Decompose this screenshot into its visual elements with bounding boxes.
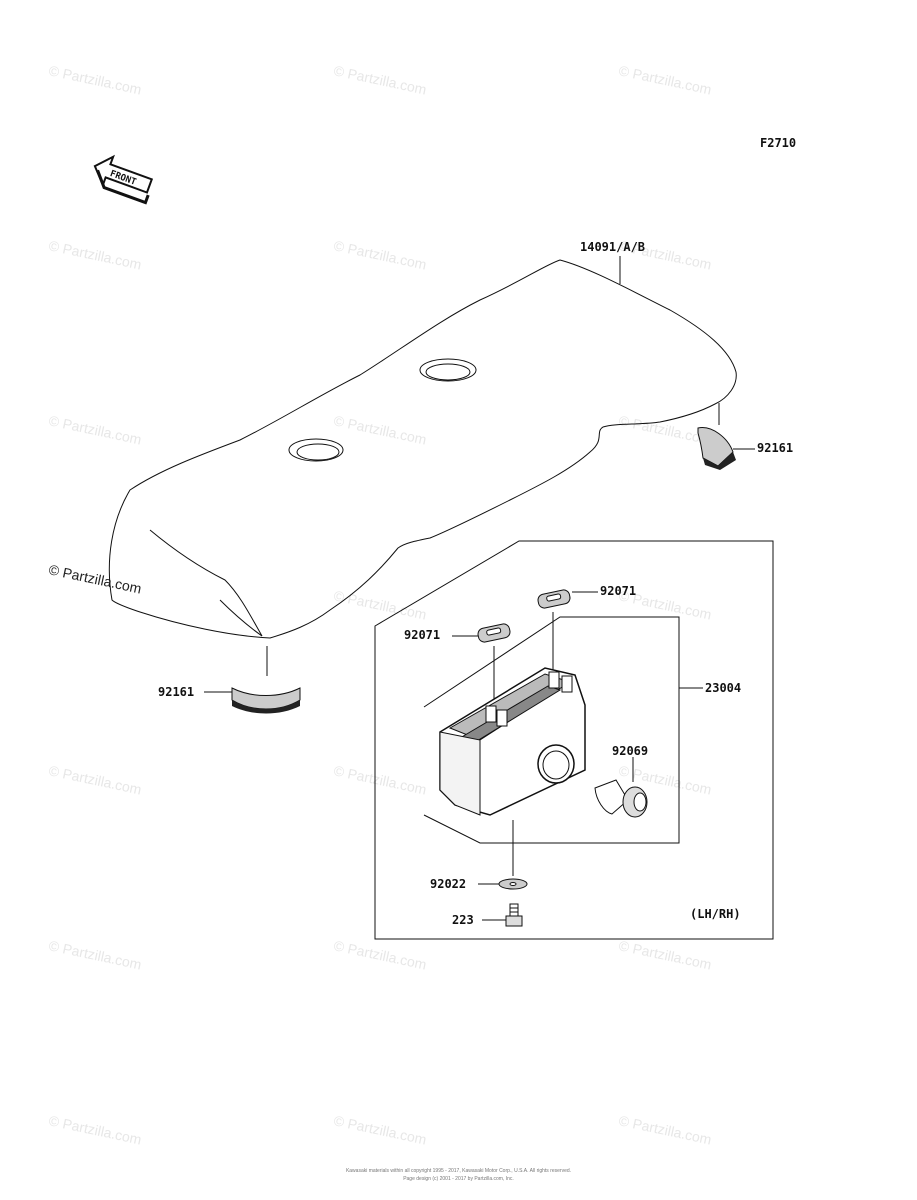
front-arrow-icon: FRONT bbox=[93, 154, 154, 205]
screw-drawing bbox=[505, 903, 523, 927]
part-label-washer: 92022 bbox=[430, 877, 466, 891]
variant-note: (LH/RH) bbox=[690, 907, 741, 921]
watermark-text: © Partzilla.com bbox=[47, 62, 143, 97]
stopper-left-drawing bbox=[231, 687, 301, 714]
watermark-layer: © Partzilla.com © Partzilla.com © Partzi… bbox=[47, 62, 713, 1147]
figure-code: F2710 bbox=[760, 136, 796, 150]
watermark-text: © Partzilla.com bbox=[47, 412, 143, 447]
watermark-text: © Partzilla.com bbox=[617, 62, 713, 97]
copyright-line-1: Kawasaki materials within all copyright … bbox=[345, 1168, 572, 1174]
watermark-text: © Partzilla.com bbox=[617, 937, 713, 972]
stopper-right-drawing bbox=[697, 427, 736, 470]
part-label-grommet-lower: 92071 bbox=[404, 628, 440, 642]
part-label-bulb: 92069 bbox=[612, 744, 648, 758]
watermark-text: © Partzilla.com bbox=[332, 412, 428, 447]
part-label-grommet-upper: 92071 bbox=[600, 584, 636, 598]
watermark-text: © Partzilla.com bbox=[332, 587, 428, 622]
grommet-upper-drawing bbox=[537, 589, 571, 609]
watermark-text: © Partzilla.com bbox=[332, 1112, 428, 1147]
detail-box bbox=[374, 540, 774, 940]
watermark-text: © Partzilla.com bbox=[47, 762, 143, 797]
copyright-line-2: Page design (c) 2001 - 2017 by Partzilla… bbox=[403, 1176, 514, 1182]
part-label-stopper-left: 92161 bbox=[158, 685, 194, 699]
lamp-housing-drawing bbox=[439, 667, 586, 816]
watermark-text: © Partzilla.com bbox=[47, 937, 143, 972]
part-label-seat: 14091/A/B bbox=[580, 240, 645, 254]
watermark-text: © Partzilla.com bbox=[617, 1112, 713, 1147]
part-label-stopper-right: 92161 bbox=[757, 441, 793, 455]
watermark-text: © Partzilla.com bbox=[332, 62, 428, 97]
part-label-lamp-assy: 23004 bbox=[705, 681, 741, 695]
watermark-text: © Partzilla.com bbox=[47, 237, 143, 272]
watermark-text: © Partzilla.com bbox=[332, 937, 428, 972]
grommet-lower-drawing bbox=[477, 623, 511, 643]
watermark-text: © Partzilla.com bbox=[332, 237, 428, 272]
watermark-dark: © Partzilla.com bbox=[47, 561, 143, 596]
bulb-drawing bbox=[594, 779, 648, 818]
seat-drawing bbox=[108, 259, 737, 639]
watermark-text: © Partzilla.com bbox=[47, 1112, 143, 1147]
part-label-screw: 223 bbox=[452, 913, 474, 927]
watermark-text: © Partzilla.com bbox=[332, 762, 428, 797]
